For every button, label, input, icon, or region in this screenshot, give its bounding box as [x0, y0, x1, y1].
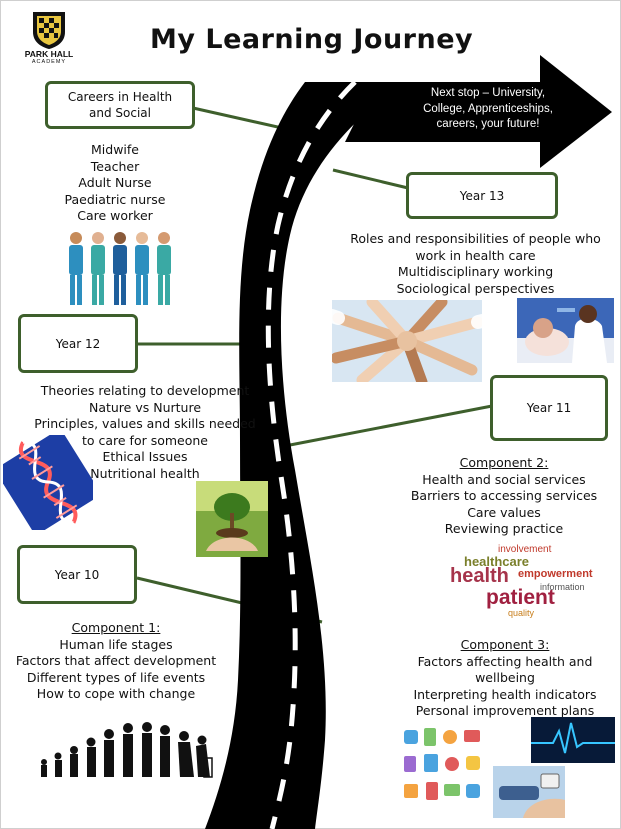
year-13-list: Roles and responsibilities of people who…: [333, 231, 618, 297]
year-10-item: Human life stages: [59, 636, 173, 652]
careers-list: Midwife Teacher Adult Nurse Paediatric n…: [40, 142, 190, 225]
career-item: Midwife: [91, 142, 139, 157]
logo-name: PARK HALL: [24, 49, 74, 59]
careers-box-line: Careers in Health: [67, 90, 173, 104]
word-cloud-word: quality: [508, 608, 535, 618]
career-item: Care worker: [77, 208, 153, 223]
word-cloud-word: patient: [486, 586, 555, 609]
crest-icon: [33, 12, 65, 49]
career-item: Adult Nurse: [78, 175, 152, 190]
health-icons-image: [404, 728, 480, 800]
component-2-heading: Component 2:: [459, 455, 549, 470]
year-10-item: How to cope with change: [36, 686, 196, 701]
component-1-heading: Component 1:: [71, 620, 161, 635]
year-13-box: Year 13: [406, 172, 558, 219]
careers-box: Careers in Health and Social: [45, 81, 195, 129]
year-12-item: to care for someone: [81, 432, 209, 448]
careers-box-line: and Social: [89, 106, 151, 120]
heartbeat-monitor-image: [531, 717, 615, 763]
word-cloud-word: involvement: [498, 544, 552, 555]
destination-line: careers, your future!: [436, 118, 540, 130]
year-10-item: Different types of life events: [26, 669, 206, 685]
year-11-item: Reviewing practice: [444, 521, 564, 536]
component-3-list: Component 3: Factors affecting health an…: [400, 637, 610, 720]
destination-line: College, Apprenticeships,: [423, 102, 553, 115]
year-11-item: Health and social services: [422, 471, 586, 487]
year-12-item: Principles, values and skills needed: [34, 416, 256, 431]
year-11-box: Year 11: [490, 375, 608, 441]
component-3-item: Interpreting health indicators: [413, 686, 597, 702]
tree-in-hands-image: [196, 481, 268, 557]
health-word-cloud: involvement healthcare health empowermen…: [432, 540, 593, 622]
component-3-item: wellbeing: [475, 670, 535, 685]
life-stages-image: [41, 722, 213, 778]
year-11-item: Barriers to accessing services: [410, 488, 598, 503]
blood-pressure-image: [493, 766, 565, 818]
year-12-item: Nature vs Nurture: [88, 399, 202, 415]
destination-line: Next stop – University,: [430, 87, 546, 99]
year-13-item: Sociological perspectives: [396, 280, 555, 296]
component-3-item: Personal improvement plans: [415, 703, 595, 718]
year-13-label: Year 13: [459, 188, 505, 203]
destination-text: Next stop – University, College, Apprent…: [413, 86, 563, 133]
nurse-patient-image: [517, 298, 614, 363]
word-cloud-word: healthcare: [464, 554, 530, 569]
year-12-list: Theories relating to development Nature …: [20, 383, 270, 482]
year-10-list: Component 1: Human life stages Factors t…: [2, 620, 230, 703]
health-workers-image: [69, 232, 171, 305]
teamwork-hands-image: [332, 300, 482, 382]
component-3-item: Factors affecting health and: [417, 653, 593, 669]
word-cloud-word: health: [450, 565, 509, 587]
page-title: My Learning Journey: [150, 24, 474, 55]
year-10-item: Factors that affect development: [15, 653, 217, 668]
year-12-box: Year 12: [18, 314, 138, 373]
year-11-list: Component 2: Health and social services …: [398, 455, 610, 538]
year-13-item: work in health care: [415, 247, 536, 263]
dna-helix-image: [3, 435, 93, 530]
year-13-item: Roles and responsibilities of people who: [350, 231, 601, 246]
logo-subtitle: ACADEMY: [31, 59, 67, 65]
year-12-item: Nutritional health: [90, 465, 200, 481]
word-cloud-word: empowerment: [518, 568, 593, 580]
year-11-label: Year 11: [526, 401, 572, 415]
career-item: Teacher: [90, 158, 140, 174]
year-12-item: Ethical Issues: [102, 449, 188, 464]
component-3-heading: Component 3:: [460, 637, 550, 652]
word-cloud-word: information: [540, 582, 585, 592]
year-11-item: Care values: [467, 504, 541, 520]
academy-logo: PARK HALL ACADEMY: [22, 10, 76, 65]
career-item: Paediatric nurse: [64, 191, 166, 207]
year-10-box: Year 10: [17, 545, 137, 604]
year-10-label: Year 10: [54, 567, 100, 582]
year-12-item: Theories relating to development: [40, 383, 250, 398]
year-12-label: Year 12: [55, 336, 101, 351]
year-13-item: Multidisciplinary working: [397, 264, 554, 279]
